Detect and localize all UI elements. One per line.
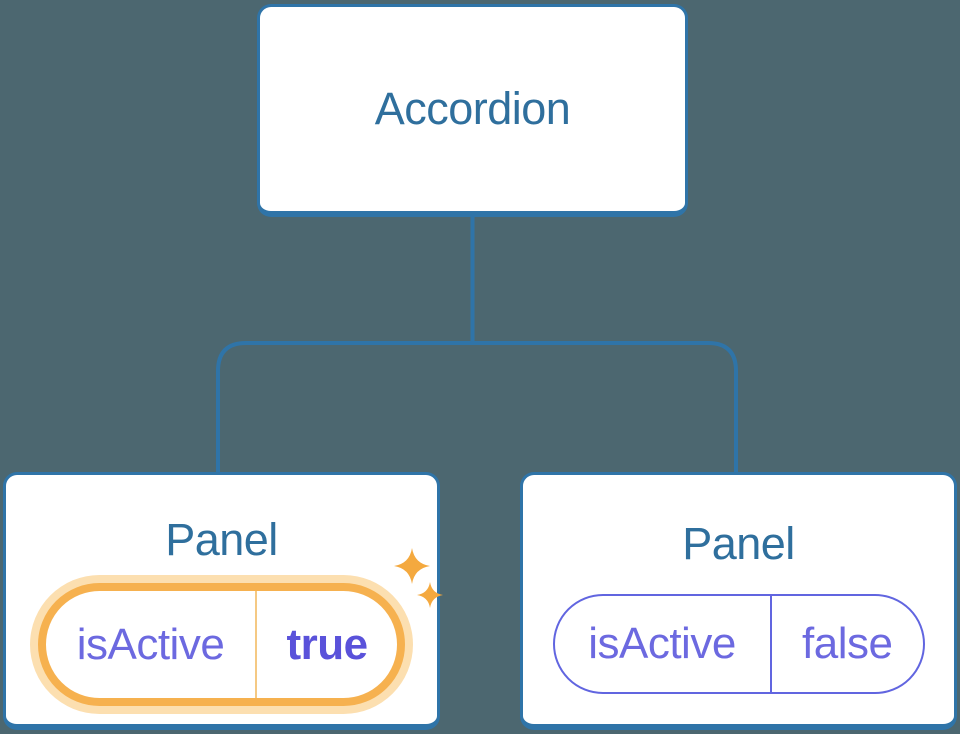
prop-name-label: isActive xyxy=(588,619,736,668)
panel-title: Panel xyxy=(165,514,278,565)
accordion-node: Accordion xyxy=(257,4,688,217)
prop-pill-divider xyxy=(255,591,257,698)
panel-node-active: Panel isActive true xyxy=(3,472,443,730)
panel-node-inactive: Panel isActive false xyxy=(520,472,957,730)
prop-pill-active: isActive true xyxy=(38,583,405,706)
sparkle-icon-small xyxy=(417,582,443,608)
prop-name-label: isActive xyxy=(76,619,225,669)
prop-value-label: true xyxy=(286,619,368,669)
prop-pill-divider xyxy=(769,596,772,692)
prop-value-label: false xyxy=(802,619,893,668)
accordion-node-label: Accordion xyxy=(374,83,571,134)
sparkle-icon-large xyxy=(394,548,430,584)
panel-title: Panel xyxy=(682,518,795,569)
prop-pill-inactive: isActive false xyxy=(552,594,925,694)
